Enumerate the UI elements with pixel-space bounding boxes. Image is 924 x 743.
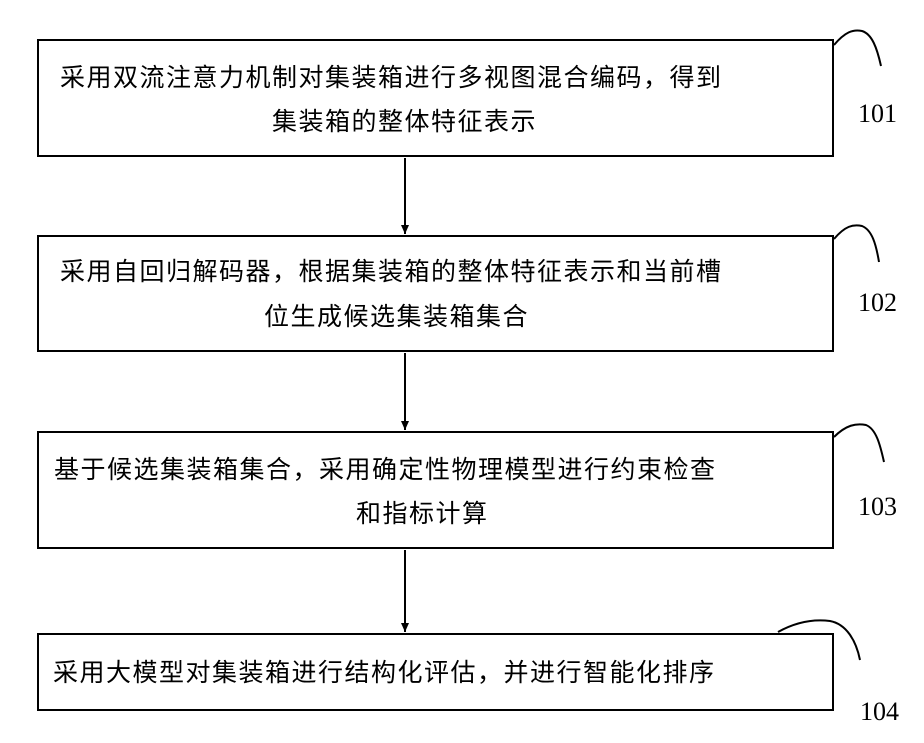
step-number-102: 102 [858, 288, 897, 318]
step-number-104: 104 [860, 697, 899, 727]
leader-line [778, 620, 860, 660]
leader-line [834, 225, 879, 262]
step-number-101: 101 [858, 99, 897, 129]
leader-line [834, 30, 881, 66]
step-number-103: 103 [858, 492, 897, 522]
leader-line [834, 424, 884, 462]
